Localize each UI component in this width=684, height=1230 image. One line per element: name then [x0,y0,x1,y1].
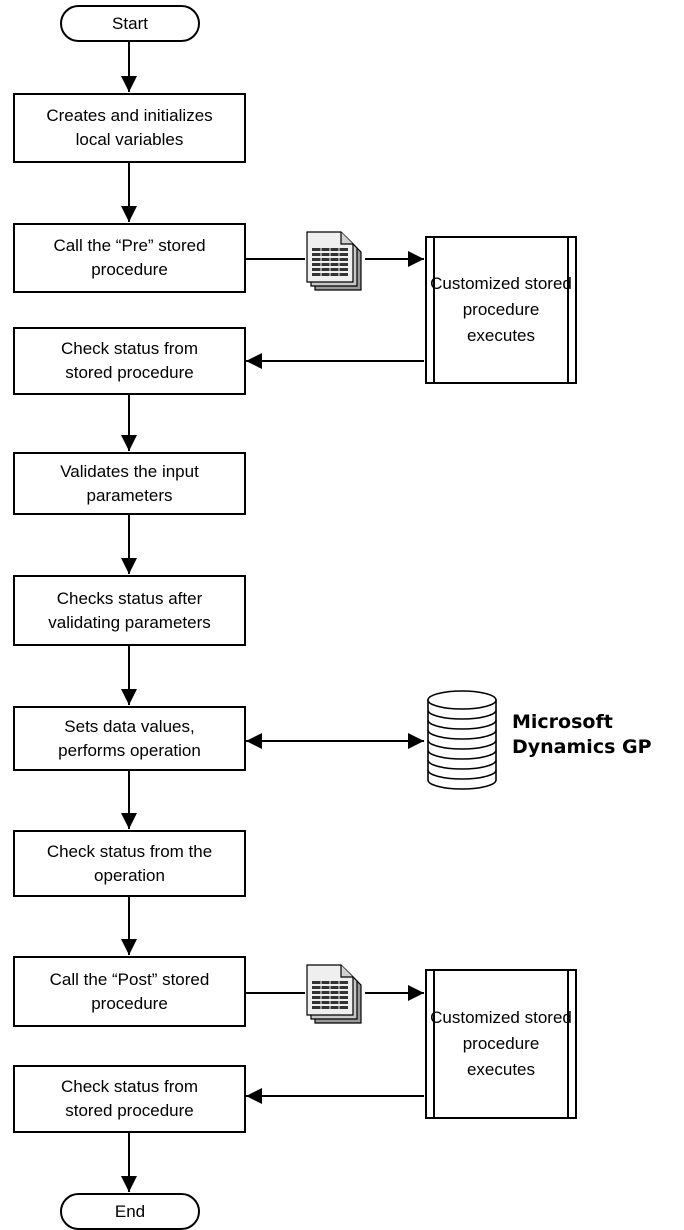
start-terminal: Start [60,5,200,42]
database-cylinder-icon [427,690,497,790]
start-label: Start [112,13,148,33]
step-perform-operation: Sets data values,performs operation [13,706,246,771]
end-label: End [114,1201,146,1221]
custom-procedure-post: Customized stored procedure executes [425,969,577,1119]
end-terminal: End [60,1193,200,1230]
database-label: Microsoft Dynamics GP [512,711,652,758]
document-stack-icon [306,964,362,1024]
document-stack-icon [306,231,362,291]
custom-procedure-pre: Customized stored procedure executes [425,236,577,384]
